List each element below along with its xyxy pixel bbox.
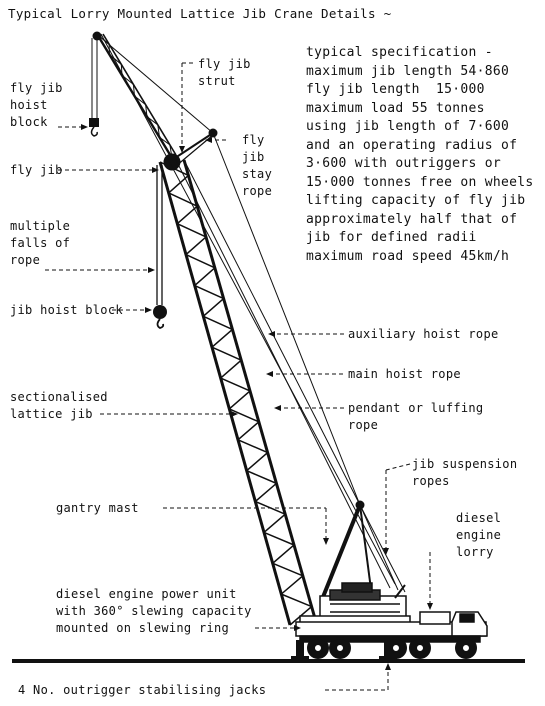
spec-line: using jib length of 7·600 bbox=[306, 119, 510, 134]
fly-jib-stay-rope-lower bbox=[212, 132, 361, 506]
label-diesel-engine-lorry: diesel engine lorry bbox=[456, 511, 502, 559]
auxiliary-hoist-rope bbox=[100, 33, 396, 585]
arrowheads bbox=[81, 124, 433, 670]
label-sectionalised-lattice-jib: sectionalised lattice jib bbox=[10, 390, 108, 421]
jib-hoist-block bbox=[153, 305, 167, 329]
fly-jib-hoist-block bbox=[89, 118, 99, 137]
spec-line: typical specification - bbox=[306, 45, 493, 60]
spec-line: maximum road speed 45km/h bbox=[306, 248, 510, 264]
outrigger-jacks bbox=[291, 640, 397, 660]
label-diesel-engine-power-unit: diesel engine power unit with 360° slewi… bbox=[56, 587, 252, 635]
label-outrigger-jacks: 4 No. outrigger stabilising jacks bbox=[18, 683, 267, 697]
spec-line: lifting capacity of fly jib bbox=[306, 193, 526, 208]
label-jib-hoist-block: jib hoist block bbox=[10, 303, 123, 317]
label-fly-jib-hoist-block: fly jib hoist block bbox=[10, 81, 63, 129]
diagram-title: Typical Lorry Mounted Lattice Jib Crane … bbox=[8, 6, 392, 21]
specification-block: typical specification - maximum jib lengt… bbox=[306, 44, 534, 266]
label-main-hoist-rope: main hoist rope bbox=[348, 367, 461, 381]
jib-suspension-rope-1 bbox=[359, 504, 399, 591]
lorry-wheels bbox=[307, 637, 477, 659]
lattice-jib bbox=[158, 153, 318, 626]
power-unit bbox=[299, 582, 411, 625]
spec-line: 15·000 tonnes free on wheels bbox=[306, 174, 534, 190]
fly-jib bbox=[92, 31, 177, 159]
label-auxiliary-hoist-rope: auxiliary hoist rope bbox=[348, 327, 499, 341]
label-fly-jib-stay-rope: fly jib stay rope bbox=[242, 133, 273, 198]
label-fly-jib: fly jib bbox=[10, 163, 63, 177]
label-gantry-mast: gantry mast bbox=[56, 501, 139, 515]
label-multiple-falls-of-rope: multiple falls of rope bbox=[10, 219, 71, 267]
spec-line: approximately half that of bbox=[306, 211, 518, 227]
leader-lines bbox=[45, 62, 431, 691]
jib-suspension-rope-2 bbox=[359, 504, 406, 593]
spec-line: jib for defined radii bbox=[306, 230, 477, 245]
label-pendant-or-luffing-rope: pendant or luffing rope bbox=[348, 401, 484, 432]
spec-line: maximum jib length 54·860 bbox=[306, 63, 510, 79]
spec-line: and an operating radius of bbox=[306, 137, 518, 153]
spec-line: 3·600 with outriggers or bbox=[306, 156, 502, 171]
spec-line: maximum load 55 tonnes bbox=[306, 100, 485, 116]
spec-line: fly jib length 15·000 bbox=[306, 82, 485, 97]
label-fly-jib-strut: fly jib strut bbox=[198, 57, 251, 88]
gantry-mast bbox=[321, 500, 373, 598]
label-jib-suspension-ropes: jib suspension ropes bbox=[412, 457, 518, 488]
fly-jib-stay-rope bbox=[98, 35, 214, 134]
